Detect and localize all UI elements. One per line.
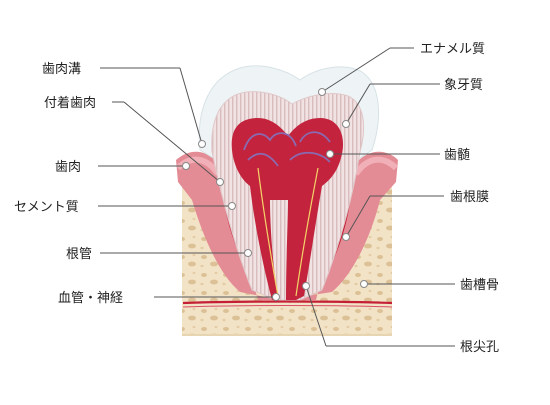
bone-blood-vessel <box>182 300 393 308</box>
marker-periodontal-ligament <box>342 233 350 241</box>
leader-dentin-diag <box>345 83 371 125</box>
marker-attached-gingiva <box>216 178 224 186</box>
leader-attached-gingiva-diag <box>123 101 221 183</box>
label-attached-gingiva: 付着歯肉 <box>44 95 96 111</box>
leader-gingival-sulcus-diag <box>179 67 203 145</box>
marker-gingiva <box>182 162 190 170</box>
marker-root-canal <box>244 249 252 257</box>
marker-pulp <box>326 150 334 158</box>
gingiva <box>175 151 399 300</box>
label-alveolar-bone: 歯槽骨 <box>460 278 499 293</box>
leader-enamel-diag <box>321 47 391 93</box>
label-pulp: 歯髄 <box>444 148 470 163</box>
leader-apical-foramen-diag <box>305 285 327 347</box>
leader-periodontal-ligament-diag <box>345 195 371 238</box>
label-cementum: セメント質 <box>14 200 79 215</box>
label-root-canal: 根管 <box>66 247 92 262</box>
marker-gingival-sulcus <box>198 140 206 148</box>
marker-vessels-nerves <box>272 293 280 301</box>
marker-cementum <box>228 202 236 210</box>
pulp <box>231 118 344 300</box>
label-gingival-sulcus: 歯肉溝 <box>42 62 81 77</box>
marker-alveolar-bone <box>360 280 368 288</box>
marker-enamel <box>318 88 326 96</box>
label-periodontal-ligament: 歯根膜 <box>450 190 489 205</box>
marker-apical-foramen <box>302 282 310 290</box>
marker-dentin <box>342 120 350 128</box>
label-vessels-nerves: 血管・神経 <box>58 291 123 306</box>
label-dentin: 象牙質 <box>444 78 483 93</box>
label-apical-foramen: 根尖孔 <box>460 340 499 355</box>
label-enamel: エナメル質 <box>420 42 485 57</box>
label-gingiva: 歯肉 <box>55 160 81 175</box>
